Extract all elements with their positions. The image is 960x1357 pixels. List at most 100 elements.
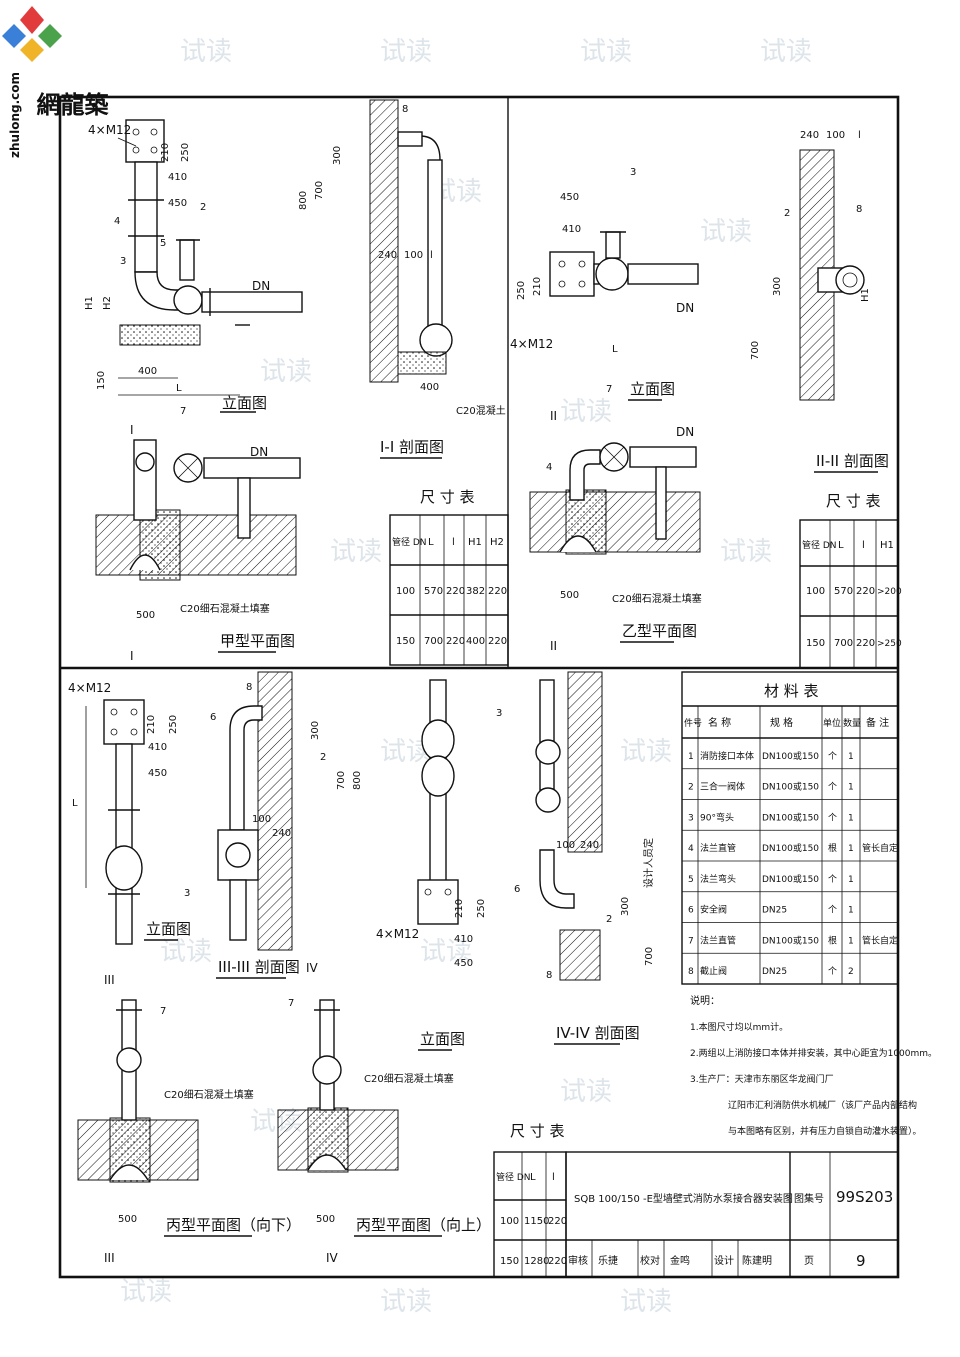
svg-text:II: II — [550, 409, 557, 423]
svg-text:L: L — [428, 537, 434, 548]
svg-text:700: 700 — [424, 636, 443, 647]
svg-text:100: 100 — [500, 1216, 519, 1227]
svg-text:500: 500 — [560, 590, 579, 601]
bing-plan-up-title: 丙型平面图（向上） — [356, 1216, 491, 1234]
notes-block: 说明： 1.本图尺寸均以mm计。 2.两组以上消防接口本体并排安装，其中心距宜为… — [690, 994, 937, 1137]
svg-text:管径 DN: 管径 DN — [496, 1171, 531, 1183]
svg-text:300: 300 — [620, 897, 631, 916]
svg-text:I: I — [130, 649, 134, 663]
svg-text:名 称: 名 称 — [708, 716, 731, 729]
svg-text:800: 800 — [352, 771, 363, 790]
svg-text:150: 150 — [500, 1256, 519, 1267]
svg-text:备 注: 备 注 — [866, 716, 889, 729]
svg-text:试读: 试读 — [560, 397, 612, 427]
svg-text:4×M12: 4×M12 — [376, 927, 419, 941]
materials-cell: 2 — [688, 783, 694, 793]
section-4-title: IV-IV 剖面图 — [556, 1024, 640, 1042]
materials-cell: 个 — [828, 812, 837, 823]
svg-text:DN: DN — [676, 301, 694, 315]
svg-text:300: 300 — [332, 146, 343, 165]
svg-text:8: 8 — [546, 970, 552, 981]
svg-text:500: 500 — [316, 1214, 335, 1225]
yi-elevation-title: 立面图 — [630, 380, 675, 398]
svg-text:C20混凝土: C20混凝土 — [456, 404, 506, 417]
svg-text:L: L — [176, 383, 182, 394]
svg-text:2: 2 — [784, 208, 790, 219]
svg-text:240: 240 — [800, 130, 819, 141]
svg-text:DN: DN — [250, 445, 268, 459]
svg-text:1280: 1280 — [524, 1256, 549, 1267]
drawing-title: SQB 100/150 -E型墙壁式消防水泵接合器安装图 — [574, 1192, 793, 1205]
size-table-2: 尺 寸 表 管径 DN L l H1 100 570 220 >200 150 … — [799, 492, 902, 669]
svg-text:H2: H2 — [102, 296, 113, 310]
svg-text:L: L — [530, 1172, 536, 1183]
jia-elevation-title: 立面图 — [222, 394, 267, 412]
bing-elevation-right-title: 立面图 — [420, 1030, 465, 1048]
materials-cell: 三合一阀体 — [700, 781, 745, 793]
materials-cell: 截止阀 — [700, 965, 727, 977]
svg-text:管径 DN: 管径 DN — [802, 539, 837, 551]
section-4-view: 3 6 8 2 100 240 300 700 设计人员定 IV-IV 剖面图 — [496, 671, 655, 1045]
bing-plan-up-view: IV 7 C20细石混凝土填塞 500 丙型平面图（向上） — [277, 998, 491, 1265]
svg-text:1150: 1150 — [524, 1216, 549, 1227]
atlas-number: 99S203 — [836, 1188, 893, 1206]
svg-text:2: 2 — [606, 914, 612, 925]
materials-title: 材 料 表 — [764, 682, 819, 700]
svg-text:试读: 试读 — [700, 217, 752, 247]
materials-cell: 6 — [688, 906, 694, 916]
svg-text:7: 7 — [606, 384, 612, 395]
svg-text:试读: 试读 — [120, 1277, 172, 1307]
svg-text:C20细石混凝土填塞: C20细石混凝土填塞 — [364, 1072, 454, 1085]
materials-cell: 1 — [848, 906, 854, 916]
size-table-3-title: 尺 寸 表 — [510, 1122, 565, 1140]
svg-text:220: 220 — [548, 1216, 567, 1227]
bing-elevation-right-view: 4×M12 210 250 410 450 立面图 — [376, 679, 487, 1051]
jia-elevation-view: 4×M12 210 250 410 450 4 3 5 2 DN H1 H2 1… — [84, 119, 303, 413]
materials-cell: 管长自定 — [862, 934, 898, 946]
materials-cell: 4 — [688, 844, 694, 854]
bing-plan-down-title: 丙型平面图（向下） — [166, 1216, 301, 1234]
materials-cell: 根 — [828, 934, 837, 946]
jia-plan-view: 7 DN I I 500 C20细石混凝土填塞 甲型平面图 — [95, 406, 301, 663]
svg-text:H2: H2 — [490, 537, 504, 548]
design-level-label: 设计人员定 — [642, 838, 655, 888]
svg-text:II: II — [550, 639, 557, 653]
svg-text:单位: 单位 — [823, 717, 841, 729]
svg-text:试读: 试读 — [180, 37, 232, 67]
svg-text:页: 页 — [804, 1255, 814, 1267]
materials-cell: DN100或150 — [762, 842, 819, 854]
materials-cell: 法兰直管 — [700, 842, 736, 854]
svg-text:与本图略有区别，并有压力自锁自动灌水装置）。: 与本图略有区别，并有压力自锁自动灌水装置）。 — [728, 1125, 922, 1137]
svg-text:240: 240 — [580, 840, 599, 851]
svg-text:300: 300 — [772, 277, 783, 296]
svg-text:410: 410 — [148, 742, 167, 753]
svg-text:210: 210 — [160, 143, 171, 162]
svg-text:L: L — [72, 798, 78, 809]
svg-text:700: 700 — [834, 638, 853, 649]
svg-text:100: 100 — [252, 814, 271, 825]
materials-cell: DN25 — [762, 967, 787, 977]
materials-cell: 90°弯头 — [700, 811, 734, 823]
size-table-1-title: 尺 寸 表 — [420, 488, 475, 506]
svg-text:2: 2 — [320, 752, 326, 763]
svg-text:410: 410 — [454, 934, 473, 945]
svg-text:4: 4 — [546, 462, 552, 473]
materials-cell: 7 — [688, 936, 694, 946]
section-1-view: 8 300 800 700 240 100 l 400 C20混凝土 I-I 剖… — [298, 99, 506, 459]
svg-text:DN: DN — [676, 425, 694, 439]
section-2-view: 240 100 l 2 8 300 700 H1 II-II 剖面图 — [750, 130, 889, 473]
svg-text:3.生产厂：天津市东丽区华龙阀门厂: 3.生产厂：天津市东丽区华龙阀门厂 — [690, 1073, 834, 1085]
svg-text:l: l — [430, 250, 433, 261]
logo-icon — [2, 6, 62, 62]
svg-text:试读: 试读 — [160, 937, 212, 967]
svg-text:3: 3 — [184, 888, 190, 899]
materials-cell: 1 — [848, 936, 854, 946]
svg-text:试读: 试读 — [620, 737, 672, 767]
svg-text:700: 700 — [750, 341, 761, 360]
svg-text:>250: >250 — [877, 639, 902, 649]
svg-text:III: III — [104, 1251, 115, 1265]
bing-elevation-left-view: 4×M12 210 250 410 450 L 立面图 — [68, 681, 191, 945]
materials-cell: 法兰直管 — [700, 934, 736, 946]
svg-text:450: 450 — [148, 768, 167, 779]
